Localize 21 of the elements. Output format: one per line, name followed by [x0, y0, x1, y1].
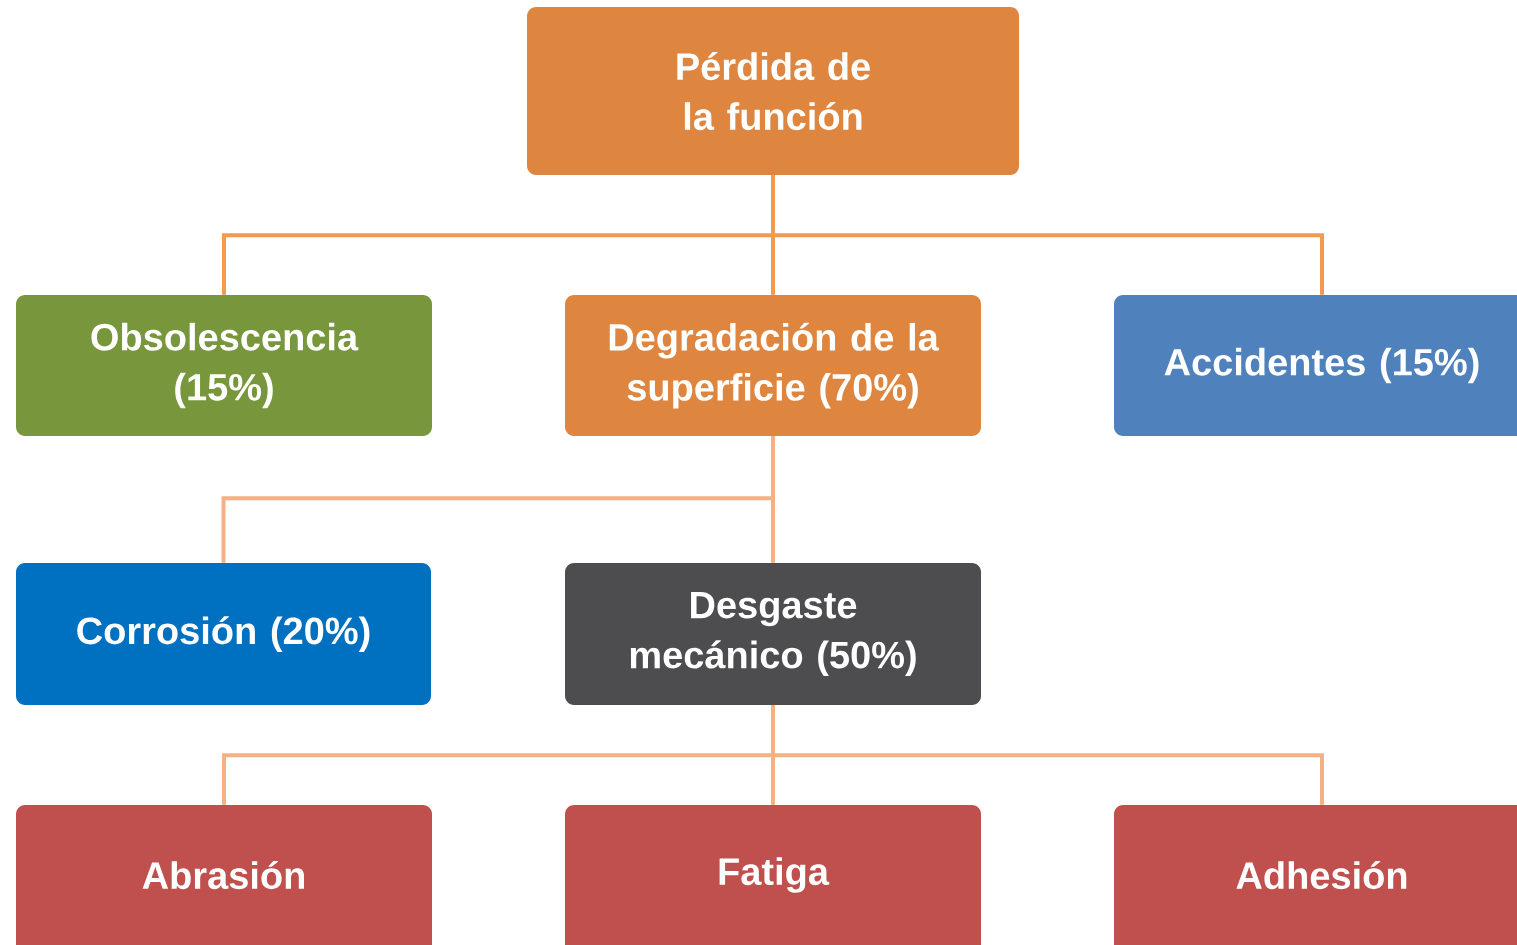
box-label: Desgaste mecánico (50%) — [630, 592, 916, 677]
category-box — [565, 563, 981, 705]
category-box — [527, 7, 1019, 175]
connector-line — [771, 705, 1324, 805]
box-label: Fatiga — [719, 857, 830, 893]
box-label: Adhesión — [1236, 860, 1407, 890]
category-box — [1114, 805, 1517, 945]
box-label: Obsolescencia (15%) — [91, 322, 359, 409]
box-label: Accidentes (15%) — [1164, 347, 1479, 384]
box-label: Abrasión — [142, 860, 304, 890]
category-box — [16, 805, 432, 945]
box-label: Pérdida de la función — [677, 51, 870, 131]
category-box — [16, 295, 432, 436]
connector-line — [771, 436, 775, 563]
category-box — [565, 805, 981, 945]
category-box — [565, 295, 981, 436]
box-label: Corrosión (20%) — [77, 616, 370, 652]
category-box — [16, 563, 431, 705]
box-label: Degradación de la superficie (70%) — [609, 322, 939, 409]
category-box — [1114, 295, 1517, 436]
connector-line — [771, 175, 1324, 295]
